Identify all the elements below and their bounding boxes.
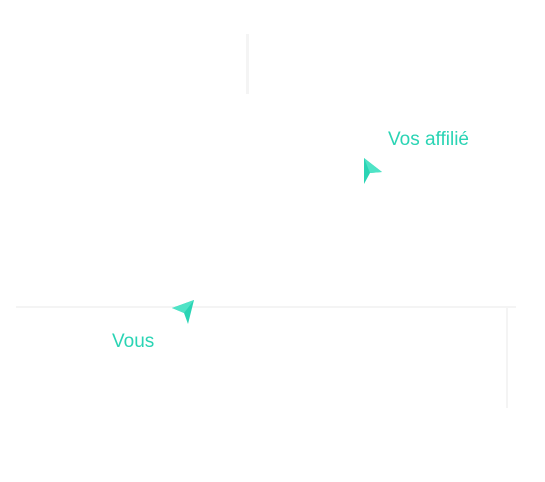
background-divider-vertical — [246, 34, 249, 94]
affiliate-cursor-icon — [364, 158, 382, 184]
affiliate-label: Vos affilié — [388, 129, 469, 150]
background-divider-right — [506, 308, 508, 408]
you-label: Vous — [112, 331, 155, 352]
background-divider-horizontal — [16, 306, 516, 308]
you-cursor-icon — [172, 300, 194, 324]
